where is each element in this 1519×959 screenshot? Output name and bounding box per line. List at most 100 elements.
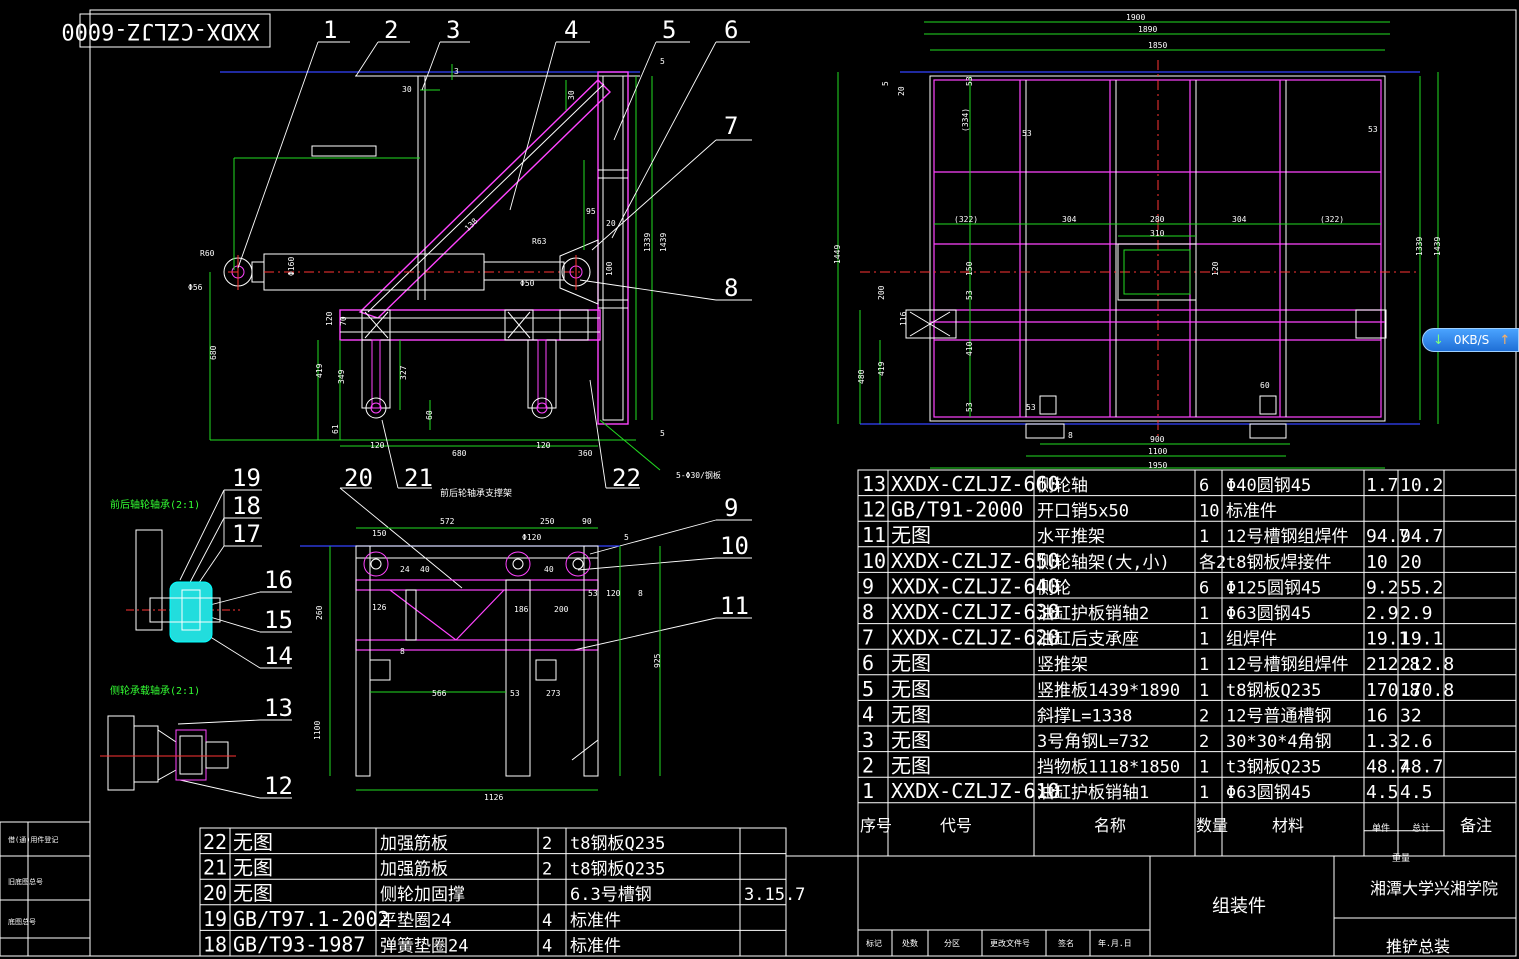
balloon-5: 5 [662,16,676,44]
title-assembly: 组装件 [1212,896,1266,917]
parts-right-mat: t3钢板Q235 [1226,758,1321,778]
dim-100: 100 [605,261,614,276]
balloon-15: 15 [264,606,293,634]
dim-1439: 1439 [659,233,668,252]
dim-260: 260 [315,605,324,620]
front-section-view [300,527,661,791]
parts-right-code: XXDX-CZLJZ-660 [891,472,1060,496]
dim-53r1: 53 [965,76,974,86]
parts-right-qty: 2 [1199,732,1209,752]
dim-360: 360 [578,449,593,458]
parts-right-qty: 1 [1199,655,1209,675]
parts-right-total: 94.7 [1400,526,1443,547]
dim-1126: 1126 [484,793,503,802]
parts-right-total: 2.6 [1400,731,1433,752]
dim-5c: 5 [624,533,629,542]
parts-right-name: 油缸护板销轴1 [1037,782,1149,803]
parts-right-name: 挡物板1118*1850 [1037,758,1180,778]
dim-53r3: 53 [1368,125,1378,134]
dim-60: 60 [425,410,434,420]
dim-419: 419 [315,363,324,378]
download-arrow-icon: ↓ [1433,332,1444,348]
side-roller-detail-view [100,715,236,791]
parts-right-mat: 12号槽钢组焊件 [1226,655,1348,675]
parts-right-mat: Φ63圆钢45 [1226,604,1311,624]
dim-680v: 680 [209,345,218,360]
balloon-13: 13 [264,694,293,722]
balloon-11: 11 [720,592,749,620]
parts-right-code: GB/T91-2000 [891,498,1023,522]
parts-left-mat: 6.3号槽钢 [570,885,652,905]
dim-40b: 40 [544,565,554,574]
dim-r60: R60 [200,249,215,258]
dim-20: 20 [606,219,616,228]
parts-left-qty: 2 [542,834,552,854]
parts-right-unit: 2.9 [1366,603,1399,624]
dim-53r5: 53 [965,402,974,412]
title-front-section: 前后轮轴承支撑架 [440,487,512,499]
network-speed-widget[interactable]: ↓ 0KB/S ↑ [1422,328,1519,352]
parts-right-name: 开口销5x50 [1037,502,1129,522]
balloon-21: 21 [404,464,433,492]
balloon-19: 19 [232,464,261,492]
parts-left-mat: t8钢板Q235 [570,834,665,854]
parts-right-total: 32 [1400,705,1422,726]
parts-right-name: 侧轮轴架(大,小) [1037,553,1170,573]
parts-right-code: 无图 [891,651,931,675]
dim-53b: 53 [510,689,520,698]
parts-right-code: 无图 [891,702,931,726]
parts-right-header-total: 总计 [1412,822,1430,834]
parts-left-code: 无图 [233,881,273,905]
dim-126: 126 [372,603,387,612]
parts-list-right [857,469,1517,857]
balloon-7: 7 [724,112,738,140]
parts-right-no: 6 [862,651,874,675]
parts-right-no: 1 [862,779,874,803]
dim-334: (334) [961,108,970,132]
parts-right-no: 12 [862,498,886,522]
margin-cell-2: 底图总号 [8,917,36,926]
dim-566: 566 [432,689,447,698]
balloon-8: 8 [724,274,738,302]
parts-right-code: 无图 [891,523,931,547]
upload-arrow-icon: ↑ [1499,332,1511,348]
parts-right-header-mat: 材料 [1272,816,1304,835]
parts-right-mat: 12号普通槽钢 [1226,706,1331,726]
dim-480: 480 [857,369,866,384]
parts-right-qty: 1 [1199,604,1209,624]
title-school: 湘潭大学兴湘学院 [1370,879,1498,898]
dim-186: 186 [514,605,529,614]
sig-mark: 标记 [866,938,882,948]
parts-right-name: 油缸后支承座 [1037,629,1139,650]
parts-right-mat: Φ63圆钢45 [1226,783,1311,803]
parts-right-name: 竖推架 [1037,655,1088,675]
dim-53a: 53 [588,589,598,598]
dim-r63: R63 [532,237,547,246]
parts-right-name: 侧轮轴 [1037,476,1088,496]
parts-right-mat: Φ125圆钢45 [1226,578,1321,598]
parts-right-no: 5 [862,677,874,701]
dim-327: 327 [399,365,408,380]
parts-right-mat: Φ40圆钢45 [1226,476,1311,496]
parts-right-code: 无图 [891,728,931,752]
parts-left-mat: 标准件 [570,936,621,956]
side-view-dimensions: 30 30 3 5 20 95 R60 R63 Φ50 Φ160 Φ56 133… [188,57,721,480]
dim-5: 5 [660,57,665,66]
parts-right-name: 3号角钢L=732 [1037,732,1149,752]
parts-right-mat: 标准件 [1226,502,1277,522]
parts-right-qty: 各2 [1199,553,1226,573]
parts-right-name: 油缸护板销轴2 [1037,603,1149,624]
parts-left-name: 平垫圈24 [380,911,451,931]
parts-right-no: 7 [862,626,874,650]
balloon-17: 17 [232,520,261,548]
parts-right-qty: 1 [1199,527,1209,547]
dim-150: 150 [372,529,387,538]
dim-8r: 8 [1068,431,1073,440]
parts-left-code: 无图 [233,856,273,880]
front-section-dimensions: 572 250 90 150 Φ120 126 186 200 53 120 8… [313,517,662,802]
dim-1339: 1339 [643,233,652,252]
title-side-roller-detail: 侧轮承载轴承(2:1) [110,684,200,697]
parts-right-header-weight: 重量 [1392,852,1410,864]
parts-left-name: 弹簧垫圈24 [380,936,468,956]
